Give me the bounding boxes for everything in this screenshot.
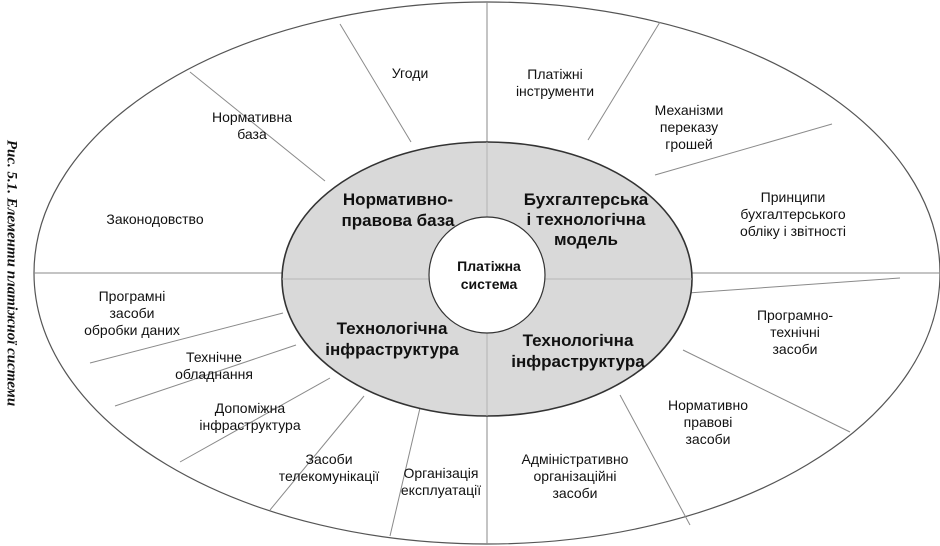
label-pryntsypy-line: Принципи — [761, 189, 826, 205]
quadrant-label-top-left-line: Нормативно- — [343, 190, 453, 209]
label-administratyvno-line: організаційні — [534, 468, 617, 484]
quadrant-label-top-right-line: Бухгалтерська — [524, 190, 649, 209]
label-zasoby-telekom-line: телекомунікації — [279, 468, 380, 484]
quadrant-label-bottom-left-line: інфраструктура — [325, 340, 459, 359]
label-mekhanizmy-line: Механізми — [655, 102, 724, 118]
center-label-line: Платіжна — [457, 258, 521, 274]
divider-top-right-2 — [654, 123, 833, 176]
divider-bottom-right-1 — [687, 277, 901, 294]
quadrant-label-top-right-line: і технологічна — [526, 210, 646, 229]
quadrant-label-top-right-line: модель — [554, 230, 618, 249]
divider-bottom-left-1 — [89, 312, 284, 364]
label-pryntsypy-line: обліку і звітності — [740, 223, 846, 239]
divider-bottom-left-4 — [269, 395, 365, 511]
divider-top-left-2 — [189, 71, 326, 182]
label-zakonodavstvo: Законодовство — [106, 211, 203, 227]
divider-bottom-left-2 — [114, 344, 297, 407]
label-orhanizatsiia-line: експлуатації — [401, 482, 481, 498]
quadrant-label-top-left-line: правова база — [342, 211, 456, 230]
quadrant-label-bottom-left-line: Технологічна — [337, 319, 448, 338]
label-dopomizhna-line: Допоміжна — [215, 400, 286, 416]
divider-bottom-right-3 — [619, 394, 691, 526]
label-normatyvna-baza-line: база — [237, 126, 267, 142]
label-tekhnichne-line: обладнання — [175, 366, 253, 382]
label-platizhni-instrumenty-line: Платіжні — [527, 66, 582, 82]
label-normatyvno-pravovi-line: Нормативно — [668, 397, 748, 413]
center-label-line: система — [461, 276, 518, 292]
label-normatyvna-baza-line: Нормативна — [212, 109, 292, 125]
label-prohramno-tekhnichni-line: технічні — [770, 324, 820, 340]
label-ugody: Угоди — [392, 65, 429, 81]
divider-bottom-left-3 — [179, 377, 331, 463]
label-platizhni-instrumenty-line: інструменти — [516, 83, 594, 99]
label-orhanizatsiia-line: Організація — [403, 465, 478, 481]
label-administratyvno-line: Адміністративно — [522, 451, 629, 467]
divider-bottom-right-2 — [682, 349, 851, 433]
divider-top-right-1 — [587, 21, 661, 141]
label-prohramno-tekhnichni-line: Програмно- — [757, 307, 833, 323]
quadrant-label-bottom-right-line: інфраструктура — [511, 352, 645, 371]
label-mekhanizmy-line: грошей — [665, 136, 713, 152]
label-mekhanizmy-line: переказу — [660, 119, 718, 135]
quadrant-label-bottom-right: Технологічна інфраструктура — [511, 331, 645, 371]
divider-top-left-1 — [339, 23, 412, 143]
label-prohramni-zasoby-line: обробки даних — [84, 322, 180, 338]
label-tekhnichne-line: Технічне — [186, 349, 242, 365]
label-zasoby-telekom-line: Засоби — [305, 451, 352, 467]
label-zakonodavstvo-line: Законодовство — [106, 211, 203, 227]
label-normatyvno-pravovi-line: правові — [684, 414, 733, 430]
label-normatyvno-pravovi-line: засоби — [686, 431, 731, 447]
divider-bottom-left-5 — [389, 407, 421, 537]
label-administratyvno-line: засоби — [553, 485, 598, 501]
quadrant-label-bottom-right-line: Технологічна — [523, 331, 634, 350]
label-ugody-line: Угоди — [392, 65, 429, 81]
center-label: Платіжна система — [457, 258, 521, 292]
quadrant-label-top-left: Нормативно-правова база — [342, 190, 456, 230]
quadrant-label-bottom-left: Технологічна інфраструктура — [325, 319, 459, 359]
label-prohramni-zasoby-line: засоби — [110, 305, 155, 321]
label-dopomizhna-line: інфраструктура — [199, 417, 300, 433]
label-prohramno-tekhnichni-line: засоби — [773, 341, 818, 357]
figure-caption: Рис. 5.1. Елементи платіжної системи — [3, 139, 20, 407]
center-circle — [428, 216, 546, 334]
label-prohramni-zasoby-line: Програмні — [99, 288, 166, 304]
label-pryntsypy-line: бухгалтерського — [740, 206, 845, 222]
